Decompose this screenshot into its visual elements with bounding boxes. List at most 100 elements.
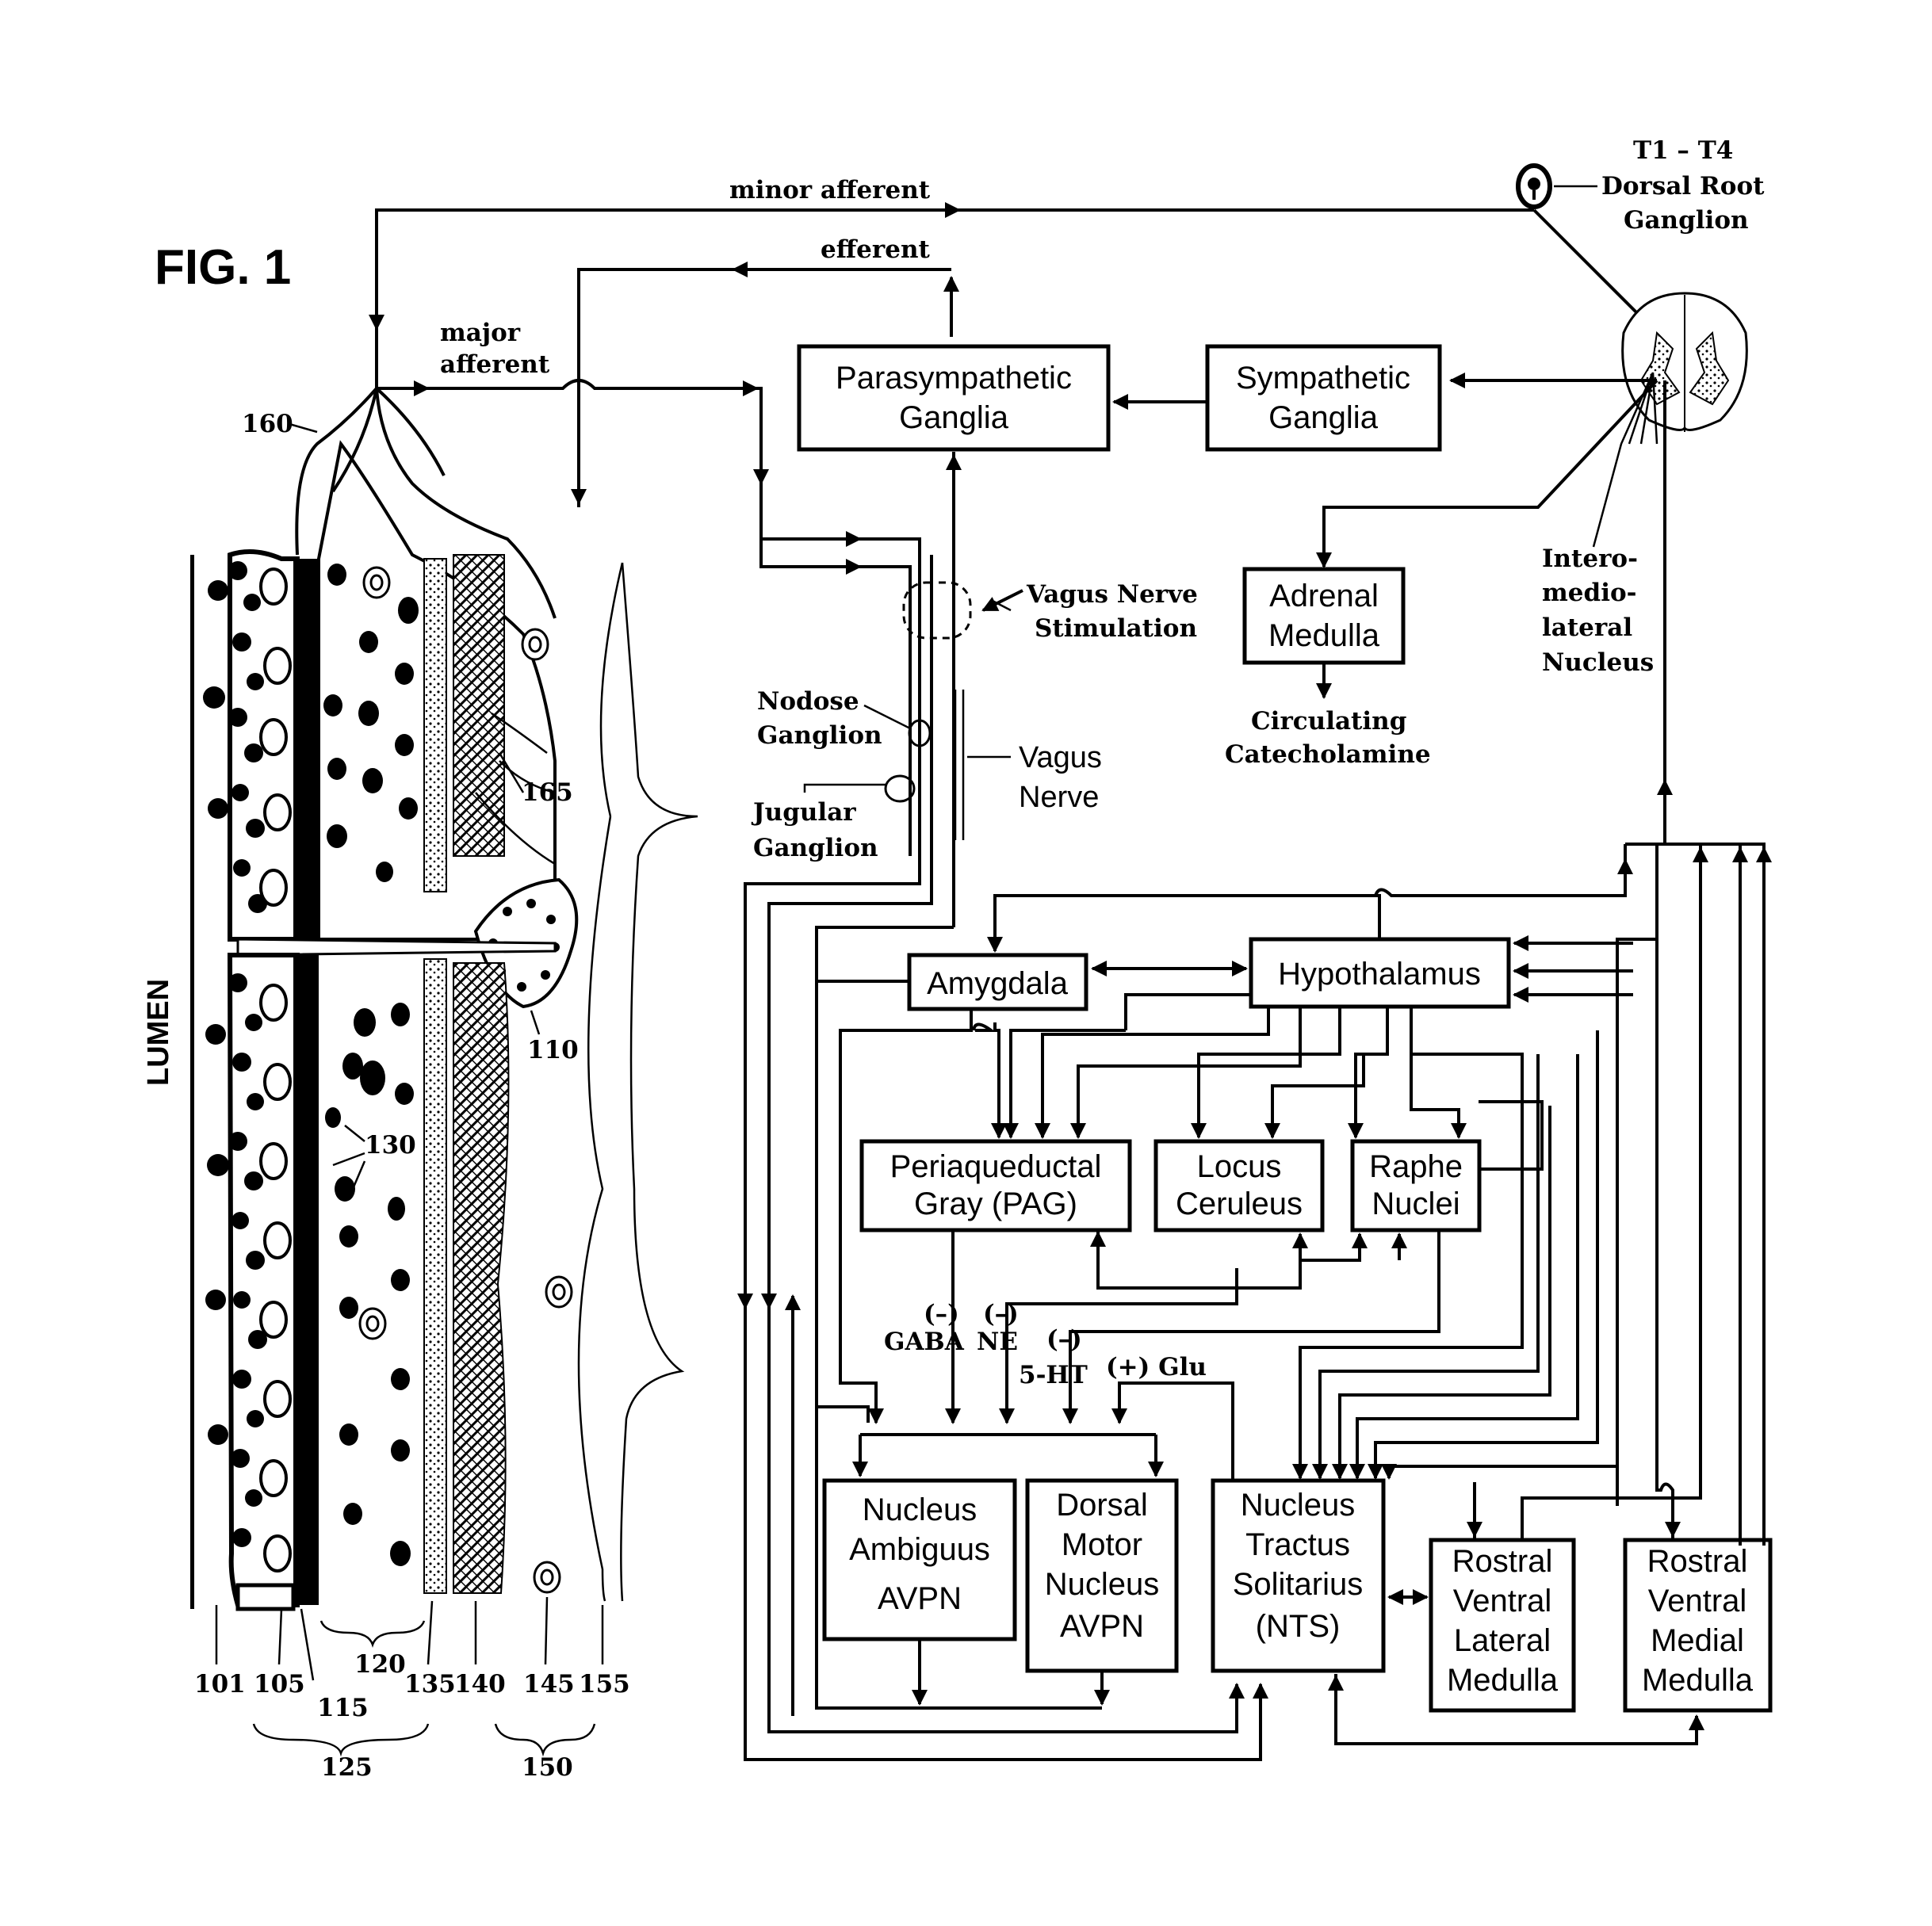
svg-text:Medial: Medial <box>1651 1623 1744 1658</box>
minor-afferent-label: minor afferent <box>729 176 931 204</box>
nucleus-ambiguus-box: Nucleus Ambiguus AVPN <box>824 1481 1015 1639</box>
imln-label-3: lateral <box>1542 613 1632 642</box>
basement-membrane-upper <box>293 559 319 939</box>
major-afferent-label-2: afferent <box>440 350 550 379</box>
major-afferent-label-1: major <box>440 319 521 347</box>
ref-140: 140 <box>454 1670 506 1699</box>
ref-160: 160 <box>242 410 293 438</box>
submucosa-upper <box>453 555 504 856</box>
svg-text:Amygdala: Amygdala <box>927 966 1069 1001</box>
tissue-brace <box>621 563 698 1601</box>
cells-base <box>238 1585 293 1609</box>
svg-text:Motor: Motor <box>1062 1527 1142 1562</box>
spinal-cord-icon <box>1623 293 1747 432</box>
svg-text:Locus: Locus <box>1197 1149 1282 1184</box>
svg-text:Rostral: Rostral <box>1647 1544 1748 1579</box>
basement-membrane-lower <box>293 955 319 1605</box>
svg-text:Medulla: Medulla <box>1447 1663 1559 1698</box>
lumen-edge-upper <box>190 555 194 1609</box>
tissue-cross-section <box>190 388 698 1609</box>
ht-label-1: (–) <box>1046 1325 1082 1354</box>
svg-text:Parasympathetic: Parasympathetic <box>836 361 1072 396</box>
spinal-cord-section: T1 – T4 Dorsal Root Ganglion Intero- med… <box>1324 136 1765 844</box>
vagus-stim-label-1: Vagus Nerve <box>1026 580 1198 609</box>
glu-label: (+) Glu <box>1106 1353 1207 1381</box>
svg-text:Ambiguus: Ambiguus <box>849 1532 990 1567</box>
jugular-label-1: Jugular <box>751 798 856 827</box>
nts-box: Nucleus Tractus Solitarius (NTS) <box>1213 1481 1383 1671</box>
ref-101: 101 <box>194 1670 246 1699</box>
vagus-nerve-label-1: Vagus <box>1019 741 1102 774</box>
nodose-label-2: Ganglion <box>757 721 882 750</box>
svg-text:AVPN: AVPN <box>1060 1609 1144 1644</box>
t1-t4-label: T1 – T4 <box>1633 136 1733 165</box>
svg-text:Ganglia: Ganglia <box>899 400 1009 435</box>
ref-110: 110 <box>527 1036 579 1064</box>
ref-130: 130 <box>365 1131 416 1160</box>
svg-text:Nucleus: Nucleus <box>1045 1567 1160 1602</box>
circulating-label-1: Circulating <box>1251 707 1406 736</box>
imln-label-1: Intero- <box>1542 545 1638 573</box>
ref-165: 165 <box>522 778 573 807</box>
svg-text:Raphe: Raphe <box>1369 1149 1463 1184</box>
svg-text:Hypothalamus: Hypothalamus <box>1278 957 1481 992</box>
svg-text:Medulla: Medulla <box>1642 1663 1754 1698</box>
dorsal-root-ganglion-icon <box>1518 166 1550 207</box>
lumen-cells-lower <box>205 1024 229 1445</box>
dorsal-motor-nucleus-box: Dorsal Motor Nucleus AVPN <box>1027 1481 1176 1671</box>
ref-115: 115 <box>317 1694 369 1722</box>
jugular-label-2: Ganglion <box>753 834 878 862</box>
svg-text:Dorsal: Dorsal <box>1056 1488 1148 1523</box>
efferent-label: efferent <box>821 235 930 264</box>
vagus-stim-label-2: Stimulation <box>1035 614 1197 643</box>
ref-105: 105 <box>254 1670 305 1699</box>
locus-ceruleus-box: Locus Ceruleus <box>1156 1141 1322 1230</box>
submucosa-lower <box>453 963 508 1593</box>
ref-145: 145 <box>523 1670 575 1699</box>
svg-text:Medulla: Medulla <box>1268 618 1380 653</box>
ref-155: 155 <box>579 1670 630 1699</box>
imln-label-2: medio- <box>1542 579 1637 607</box>
svg-text:Ventral: Ventral <box>1453 1584 1552 1618</box>
muscularis-mucosae-lower <box>424 959 446 1593</box>
hypothalamus-box: Hypothalamus <box>1251 939 1509 1007</box>
lumen-cells-upper <box>203 580 228 819</box>
ht-label-2: 5-HT <box>1019 1361 1088 1389</box>
drg-label-2: Ganglion <box>1624 206 1749 235</box>
pag-box: Periaqueductal Gray (PAG) <box>862 1141 1130 1230</box>
figure-title: FIG. 1 <box>155 240 291 295</box>
sympathetic-ganglia-box: Sympathetic Ganglia <box>1207 346 1440 449</box>
svg-text:Solitarius: Solitarius <box>1233 1567 1364 1602</box>
ref-150: 150 <box>522 1753 573 1782</box>
epithelium-lower <box>230 955 297 1605</box>
vagus-nerve-label-2: Nerve <box>1019 781 1099 814</box>
drg-label-1: Dorsal Root <box>1601 172 1765 201</box>
imln-label-4: Nucleus <box>1542 648 1654 677</box>
svg-text:Nuclei: Nuclei <box>1372 1187 1460 1221</box>
adrenal-medulla-box: Adrenal Medulla <box>1245 569 1403 663</box>
svg-text:Rostral: Rostral <box>1452 1544 1553 1579</box>
ref-125: 125 <box>321 1753 373 1782</box>
serosa-outline <box>579 563 622 1601</box>
immune-cells-130 <box>325 1003 414 1566</box>
raphe-nuclei-box: Raphe Nuclei <box>1352 1141 1479 1230</box>
svg-text:AVPN: AVPN <box>878 1581 962 1616</box>
ref-135: 135 <box>404 1670 456 1699</box>
circulating-label-2: Catecholamine <box>1225 740 1431 769</box>
ne-label-2: NE <box>977 1328 1018 1356</box>
svg-text:Ganglia: Ganglia <box>1268 400 1379 435</box>
svg-text:Periaqueductal: Periaqueductal <box>890 1149 1102 1184</box>
svg-text:Adrenal: Adrenal <box>1269 579 1379 613</box>
rvlm-box: Rostral Ventral Lateral Medulla <box>1431 1540 1574 1710</box>
amygdala-box: Amygdala <box>909 955 1086 1009</box>
stimulation-cuff <box>904 583 970 638</box>
svg-text:Lateral: Lateral <box>1454 1623 1551 1658</box>
major-afferent-line <box>377 380 856 539</box>
rvmm-box: Rostral Ventral Medial Medulla <box>1625 1540 1770 1710</box>
svg-text:Ceruleus: Ceruleus <box>1176 1187 1303 1221</box>
svg-text:Nucleus: Nucleus <box>863 1492 977 1527</box>
svg-text:(NTS): (NTS) <box>1256 1609 1341 1644</box>
svg-text:Nucleus: Nucleus <box>1241 1488 1356 1523</box>
nodose-label-1: Nodose <box>757 687 859 716</box>
